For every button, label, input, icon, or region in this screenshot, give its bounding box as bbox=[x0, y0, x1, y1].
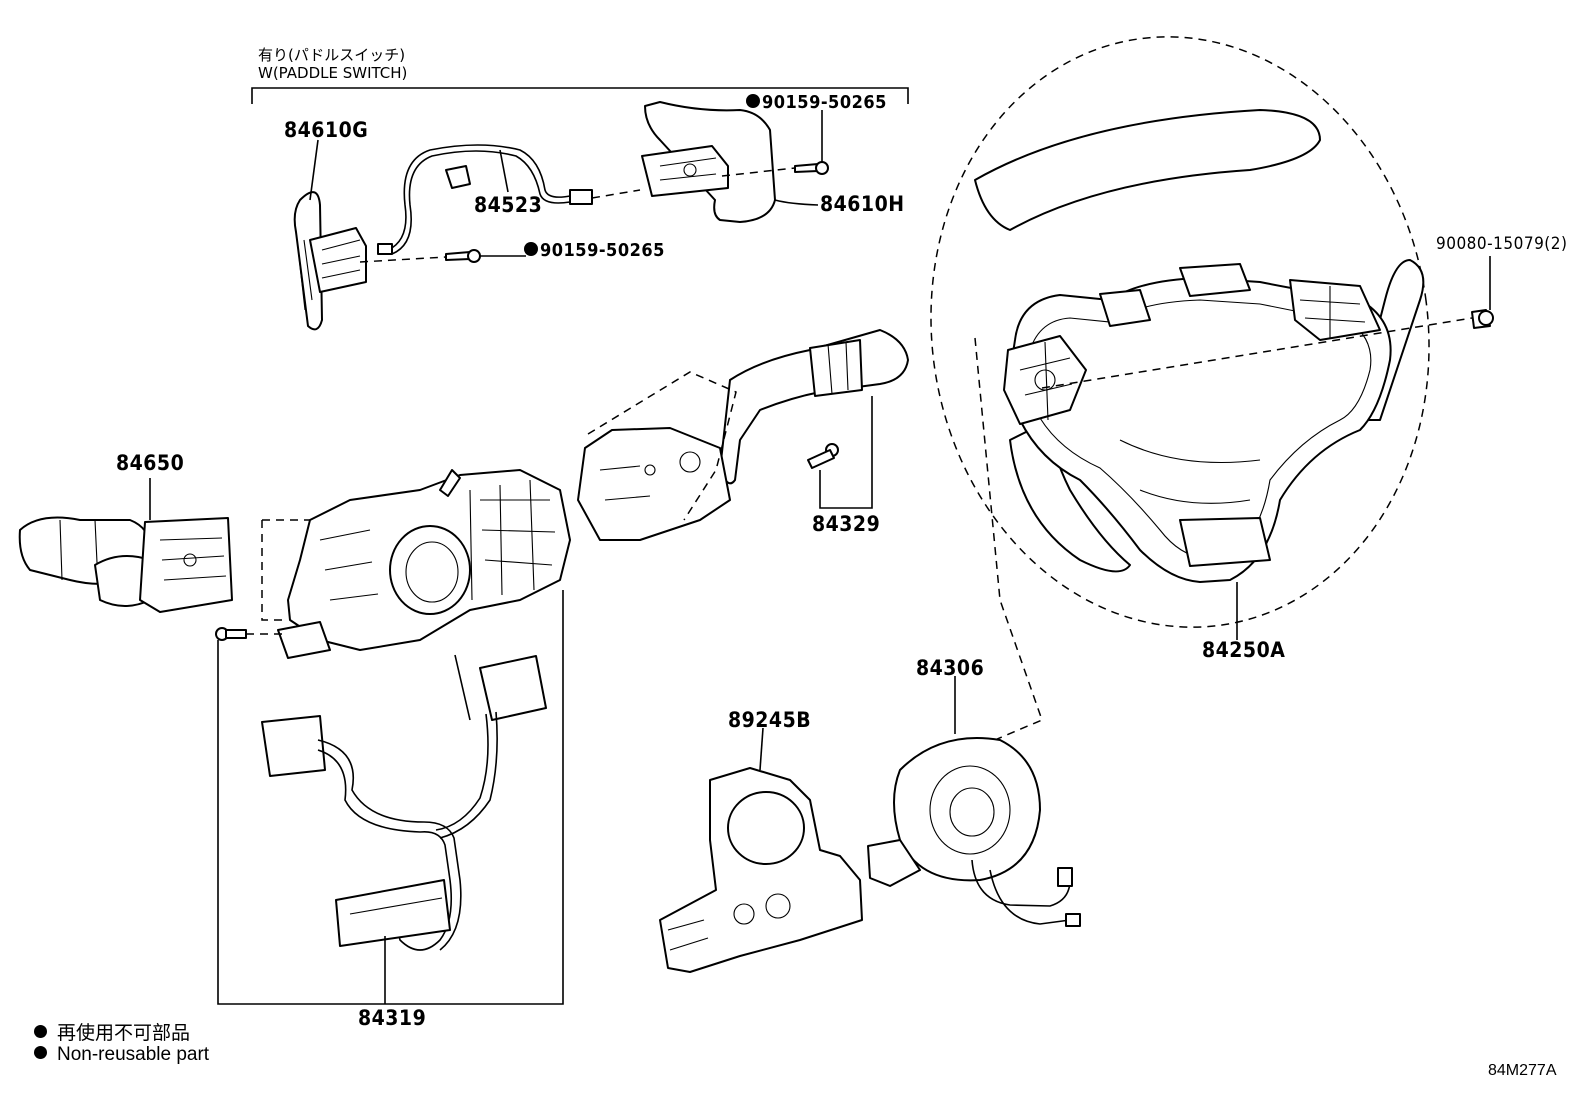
wheel-screw-dashline bbox=[1041, 317, 1473, 389]
part-label-84650[interactable]: 84650 bbox=[116, 451, 185, 475]
leader-84523 bbox=[499, 149, 509, 193]
leader-84329 bbox=[819, 396, 873, 509]
legend-en: Non-reusable part bbox=[34, 1044, 209, 1066]
turn-signal-switch bbox=[18, 478, 233, 613]
paddle-switch-title-jp: 有り(パドルスイッチ) bbox=[258, 46, 406, 64]
screw-90080 bbox=[1471, 256, 1494, 329]
leader-84610H bbox=[774, 199, 819, 206]
paddle-switch-left bbox=[293, 139, 367, 331]
paddle-switch-right bbox=[641, 101, 819, 223]
switch-body-dashline bbox=[261, 519, 310, 621]
part-label-84523[interactable]: 84523 bbox=[474, 193, 543, 217]
part-label-84250A[interactable]: 84250A bbox=[1202, 638, 1286, 662]
wiper-dashline bbox=[587, 371, 737, 521]
screw-upper-dashline bbox=[721, 167, 796, 177]
legend-jp: 再使用不可部品 bbox=[34, 1018, 190, 1045]
leader-84610G bbox=[309, 139, 319, 201]
screw-84329 bbox=[807, 443, 839, 469]
steering-sensor bbox=[659, 727, 863, 973]
part-label-84306[interactable]: 84306 bbox=[916, 656, 985, 680]
screw-upper bbox=[794, 110, 829, 175]
leader-89245B bbox=[759, 727, 764, 771]
part-label-84610H[interactable]: 84610H bbox=[820, 192, 905, 216]
diagram-code: 84M277A bbox=[1488, 1062, 1557, 1079]
non-reusable-dot-icon bbox=[34, 1025, 47, 1039]
screw-lower bbox=[445, 249, 526, 263]
combination-switch-body bbox=[277, 469, 571, 659]
screw-84319 bbox=[215, 627, 247, 641]
part-label-84610G[interactable]: 84610G bbox=[284, 118, 369, 142]
paddle-wire-harness bbox=[377, 144, 593, 255]
part-label-90080[interactable]: 90080-15079(2) bbox=[1436, 234, 1568, 254]
bracket-84319 bbox=[217, 590, 564, 1005]
non-reusable-dot-icon bbox=[524, 242, 538, 256]
part-label-84329[interactable]: 84329 bbox=[812, 512, 881, 536]
part-label-90159-lower[interactable]: 90159-50265 bbox=[524, 240, 665, 261]
screw-lower-dashline bbox=[359, 256, 447, 263]
steering-wheel bbox=[930, 36, 1430, 640]
non-reusable-dot-icon bbox=[34, 1046, 47, 1060]
part-label-90159-upper[interactable]: 90159-50265 bbox=[746, 92, 887, 113]
non-reusable-dot-icon bbox=[746, 94, 760, 108]
spiral-cable bbox=[867, 676, 1081, 927]
switch-wire-harness bbox=[261, 654, 547, 1004]
part-label-84319[interactable]: 84319 bbox=[358, 1006, 427, 1030]
part-label-89245B[interactable]: 89245B bbox=[728, 708, 812, 732]
wiper-switch bbox=[577, 329, 909, 541]
wheel-spiral-dashline bbox=[974, 337, 1043, 743]
paddle-switch-title-en: W(PADDLE SWITCH) bbox=[258, 64, 408, 82]
paddle-switch-bracket bbox=[251, 87, 909, 104]
